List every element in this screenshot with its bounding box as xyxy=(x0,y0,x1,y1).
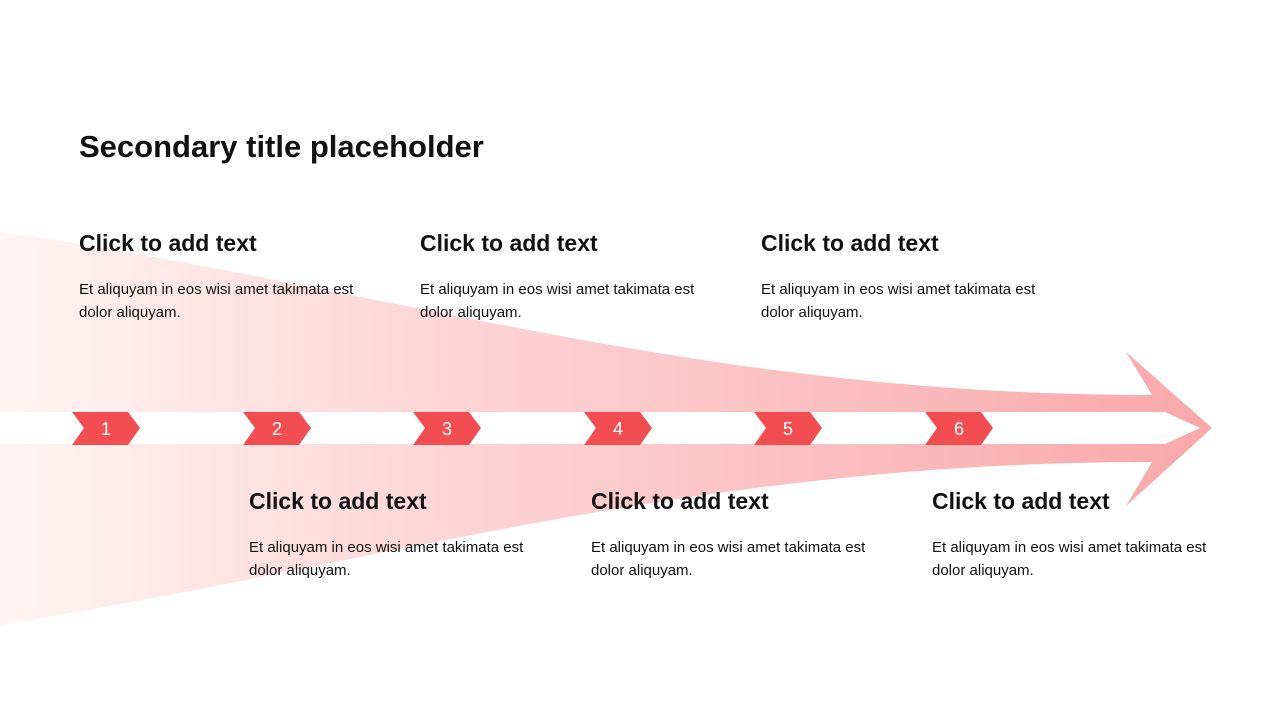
timeline-track xyxy=(0,412,1165,444)
text-block-heading[interactable]: Click to add text xyxy=(591,488,769,514)
text-block-6[interactable]: Click to add text Et aliquyam in eos wis… xyxy=(932,487,1232,582)
arrow-tip-cutout xyxy=(1150,412,1200,444)
text-block-2[interactable]: Click to add text Et aliquyam in eos wis… xyxy=(249,487,549,582)
text-block-heading[interactable]: Click to add text xyxy=(932,488,1110,514)
text-block-heading[interactable]: Click to add text xyxy=(79,230,257,256)
text-block-1[interactable]: Click to add text Et aliquyam in eos wis… xyxy=(79,229,379,324)
text-block-heading[interactable]: Click to add text xyxy=(761,230,939,256)
text-block-body[interactable]: Et aliquyam in eos wisi amet takimata es… xyxy=(591,539,866,579)
text-block-body[interactable]: Et aliquyam in eos wisi amet takimata es… xyxy=(761,281,1036,321)
text-block-heading[interactable]: Click to add text xyxy=(249,488,427,514)
text-block-body[interactable]: Et aliquyam in eos wisi amet takimata es… xyxy=(420,281,695,321)
text-block-body[interactable]: Et aliquyam in eos wisi amet takimata es… xyxy=(79,281,354,321)
text-block-heading[interactable]: Click to add text xyxy=(420,230,598,256)
text-block-body[interactable]: Et aliquyam in eos wisi amet takimata es… xyxy=(932,539,1207,579)
text-block-5[interactable]: Click to add text Et aliquyam in eos wis… xyxy=(761,229,1061,324)
page-title[interactable]: Secondary title placeholder xyxy=(79,129,484,164)
text-block-4[interactable]: Click to add text Et aliquyam in eos wis… xyxy=(591,487,891,582)
text-block-3[interactable]: Click to add text Et aliquyam in eos wis… xyxy=(420,229,720,324)
text-block-body[interactable]: Et aliquyam in eos wisi amet takimata es… xyxy=(249,539,524,579)
